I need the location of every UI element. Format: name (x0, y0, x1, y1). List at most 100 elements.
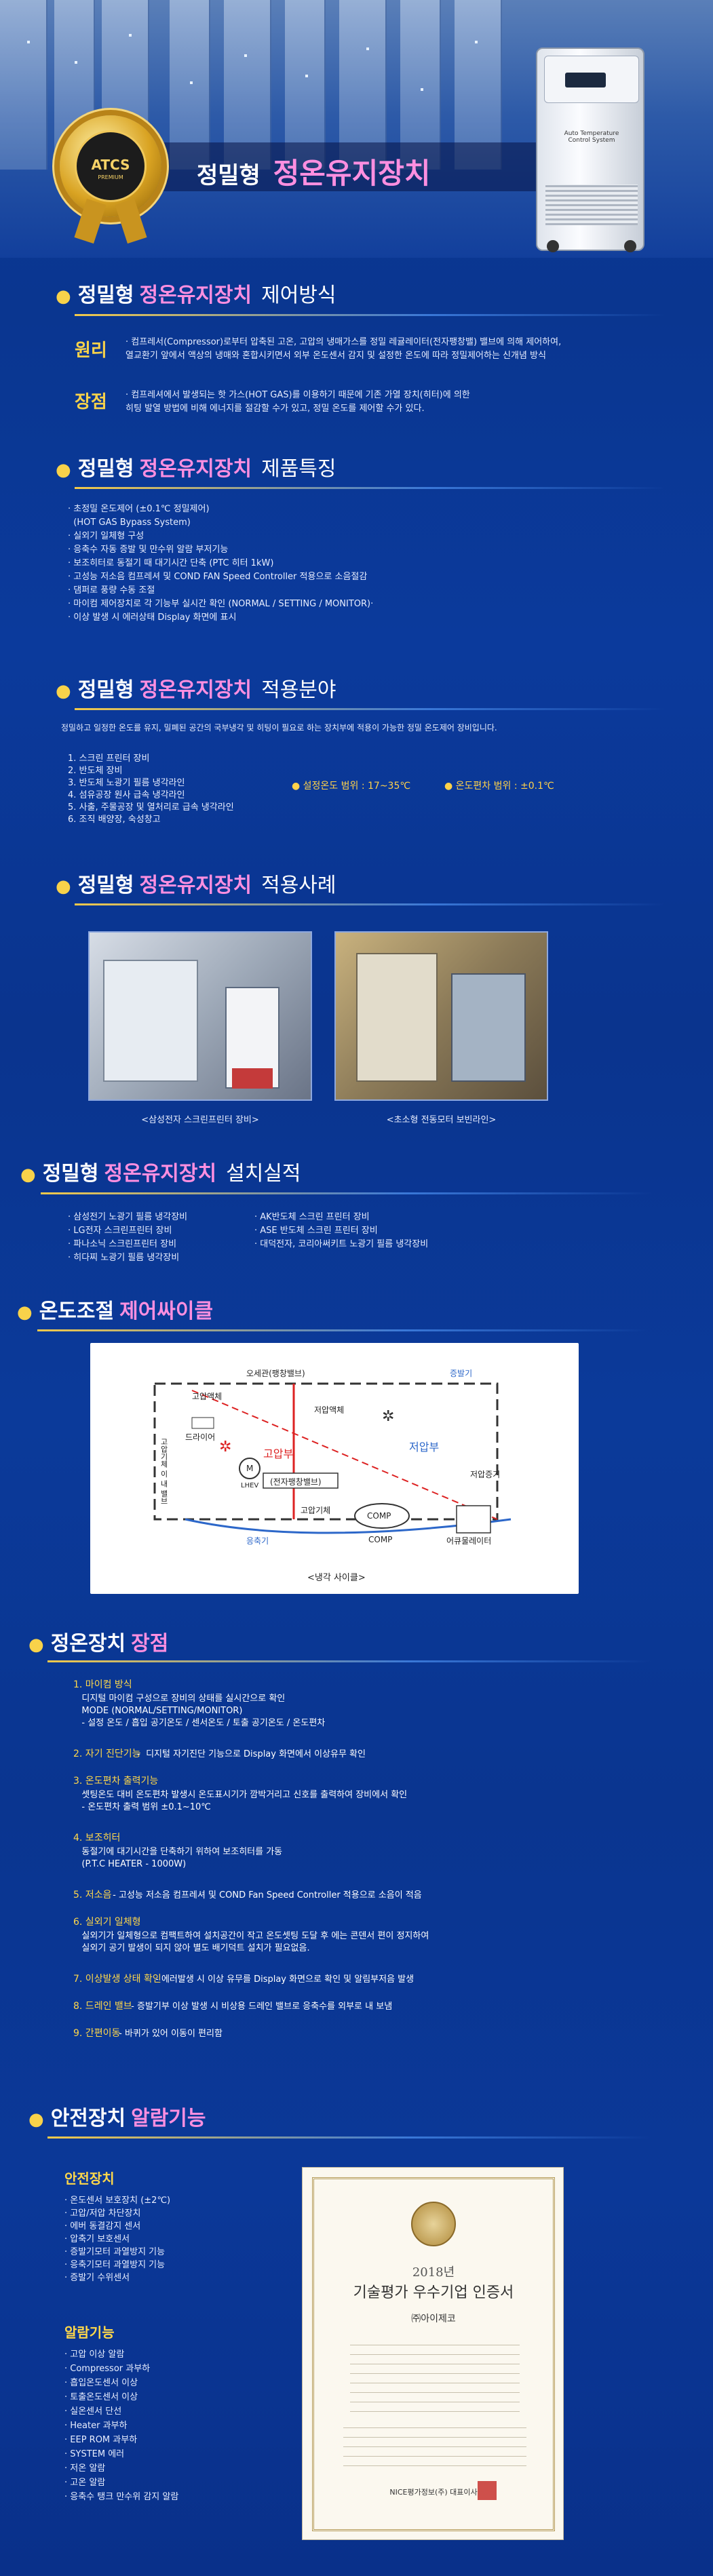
machine-label: Auto Temperature Control System (564, 130, 619, 144)
strength-title: 9. 간편이동 (73, 2028, 121, 2039)
case-photo-1 (88, 931, 312, 1101)
safety-item: · 온도센서 보호장치 (±2℃) (64, 2196, 171, 2206)
feature-item: · 실외기 일체형 구성 (68, 531, 144, 541)
alarm-heading: 알람기능 (64, 2324, 115, 2341)
diagram-side-label: 고압기체 이 내 밸브 (159, 1438, 168, 1505)
section-main: 제어싸이클 (119, 1300, 214, 1323)
certificate-seal-icon (411, 2202, 456, 2246)
bullet-icon: ● (17, 1302, 33, 1323)
bullet-icon: ● (56, 876, 71, 897)
divider (47, 2136, 651, 2139)
merit-label: 장점 (75, 392, 107, 412)
install-item: · LG전자 스크린프린터 장비 (68, 1226, 172, 1236)
cert-title: 기술평가 우수기업 인증서 (353, 2284, 514, 2301)
alarm-item: · EEP ROM 과부하 (64, 2435, 138, 2445)
section-sub: 제어방식 (261, 284, 336, 307)
section-prefix: 정밀형 (77, 284, 134, 307)
bullet-icon: ● (56, 460, 71, 480)
alarm-item: · Compressor 과부하 (64, 2364, 151, 2374)
bullet-icon: ● (56, 286, 71, 307)
diagram-comp: COMP (367, 1511, 391, 1521)
feature-item: · 보조히터로 동절기 때 대기시간 단축 (PTC 히터 1kW) (68, 558, 274, 568)
cert-footer: NICE평가정보(주) 대표이사 (389, 2488, 478, 2497)
bullet-icon: ● (56, 681, 71, 701)
strength-line: - 온도편차 출력 범위 ±0.1~10℃ (73, 1802, 211, 1812)
strength-line: - 고성능 저소음 컴프레셔 및 COND Fan Speed Controll… (110, 1890, 422, 1900)
safety-item: · 에버 동결감지 센서 (64, 2221, 141, 2231)
principle-line-2: 열교환기 앞에서 액상의 냉매와 혼합시키면서 외부 온도센서 감지 및 설정한… (126, 351, 546, 361)
alarm-item: · 고온 알람 (64, 2478, 106, 2488)
divider (41, 1192, 651, 1194)
section-main: 정온유지장치 (139, 284, 252, 307)
diagram-condenser: 응축기 (246, 1536, 269, 1546)
install-item: · 삼성전기 노광기 필름 냉각장비 (68, 1212, 188, 1222)
refrigeration-cycle-diagram: ✲ ✲ 오세관(팽창밸브) 증발기 고압액체 저압액체 드라이어 고압부 저압부… (90, 1343, 579, 1594)
diagram-valve: LHEV (241, 1482, 259, 1489)
feature-item: · 마이컴 제어장치로 각 기능부 실시간 확인 (NORMAL / SETTI… (68, 599, 374, 609)
applications-intro: 정밀하고 일정한 온도를 유지, 밀폐된 공간의 국부냉각 및 히팅이 필요로 … (61, 723, 497, 733)
strength-line: - 디지털 자기진단 기능으로 Display 화면에서 이상유무 확인 (134, 1749, 366, 1759)
alarm-item: · 토출온도센서 이상 (64, 2392, 138, 2402)
section-main: 정온유지장치 (139, 678, 252, 702)
section-main: 알람기능 (131, 2107, 206, 2130)
diagram-evaporator: 증발기 (450, 1369, 473, 1378)
install-item: · 파나소닉 스크린프린터 장비 (68, 1239, 177, 1249)
machine-image: Auto Temperature Control System (536, 47, 644, 252)
strength-line: 디지털 마이컴 구성으로 장비의 상태를 실시간으로 확인 (73, 1694, 286, 1704)
safety-item: · 고압/저압 차단장치 (64, 2208, 141, 2219)
diagram-accumulator: 어큐물레이터 (446, 1536, 492, 1546)
application-item: 6. 조직 배양장, 숙성창고 (68, 815, 161, 825)
feature-item: · 응축수 자동 증발 및 만수위 알람 부저기능 (68, 545, 229, 555)
alarm-item: · 저온 알람 (64, 2463, 106, 2474)
alarm-item: · Heater 과부하 (64, 2421, 128, 2431)
strength-line: (P.T.C HEATER - 1000W) (73, 1859, 187, 1869)
application-item: 1. 스크린 프린터 장비 (68, 754, 150, 764)
install-item: · 대덕전자, 코리아써키트 노광기 필름 냉각장비 (254, 1239, 429, 1249)
install-item: · 히다찌 노광기 필름 냉각장비 (68, 1253, 180, 1263)
feature-item: · 고성능 저소음 컴프레셔 및 COND FAN Speed Controll… (68, 572, 368, 582)
strength-line: 실외기가 일체형으로 컴팩트하여 설치공간이 작고 온도셋팅 도달 후 에는 콘… (73, 1931, 429, 1941)
section-sub: 적용사례 (261, 874, 336, 897)
certificate-image: 2018년 기술평가 우수기업 인증서 ㈜아이제코 NICE평가정보(주) 대표… (302, 2167, 564, 2540)
strength-title: 6. 실외기 일체형 (73, 1917, 141, 1928)
section-prefix: 정밀형 (77, 457, 134, 481)
safety-item: · 증발기 수위센서 (64, 2273, 130, 2283)
divider (75, 314, 665, 316)
alarm-item: · 실온센서 단선 (64, 2406, 122, 2417)
hero-title-main: 정온유지장치 (273, 157, 431, 190)
section-prefix: 정밀형 (42, 1162, 99, 1186)
merit-line-2: 히팅 발열 방법에 비해 에너지를 절감할 수가 있고, 정밀 온도를 제어할 … (126, 404, 425, 414)
cert-stamp-icon (478, 2481, 497, 2500)
install-item: · ASE 반도체 스크린 프린터 장비 (254, 1226, 378, 1236)
strength-line: MODE (NORMAL/SETTING/MONITOR) (73, 1706, 243, 1716)
hero-title-prefix: 정밀형 (197, 162, 261, 189)
strength-line: 실외기 공기 발생이 되지 않아 별도 배기덕트 설치가 필요없음. (73, 1943, 310, 1953)
merit-line-1: · 컴프레셔에서 발생되는 핫 가스(HOT GAS)를 이용하기 때문에 기존… (126, 390, 470, 400)
strength-line: - 에러발생 시 이상 유무를 Display 화면으로 확인 및 알림부저음 … (153, 1974, 415, 1985)
application-item: 4. 섬유공장 원사 급속 냉각라인 (68, 790, 185, 800)
diagram-dryer: 드라이어 (185, 1432, 216, 1442)
case-photo-2 (334, 931, 548, 1101)
diagram-high-part: 고압부 (263, 1447, 294, 1460)
strength-title: 7. 이상발생 상태 확인 (73, 1974, 161, 1985)
diagram-expansion-valve: 오세관(팽창밸브) (246, 1369, 305, 1378)
strength-line: 셋팅온도 대비 온도편차 발생시 온도표시기가 깜박거리고 신호를 출력하여 장… (73, 1790, 408, 1800)
section-prefix: 정온장치 (50, 1632, 126, 1656)
diagram-caption: <냉각 사이클> (307, 1573, 366, 1583)
svg-text:✲: ✲ (382, 1408, 394, 1425)
section-prefix: 온도조절 (39, 1300, 115, 1323)
alarm-item: · 응축수 탱크 만수위 감지 알람 (64, 2492, 179, 2502)
strength-line: 동절기에 대기시간을 단축하기 위하여 보조히터를 가동 (73, 1847, 283, 1857)
section-sub: 제품특징 (261, 457, 336, 481)
principle-line-1: · 컴프레서(Compressor)로부터 압축된 고온, 고압의 냉매가스를 … (126, 337, 562, 347)
install-item: · AK반도체 스크린 프린터 장비 (254, 1212, 370, 1222)
divider (75, 708, 665, 710)
strength-title: 4. 보조히터 (73, 1833, 121, 1843)
application-item: 3. 반도체 노광기 필름 냉각라인 (68, 778, 185, 788)
